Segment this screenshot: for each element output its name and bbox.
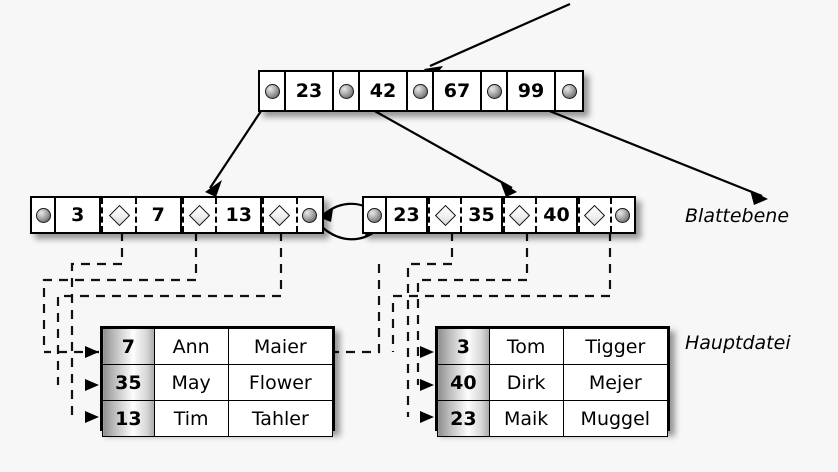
row-lastname: Maier <box>227 328 334 365</box>
row-firstname: Ann <box>153 328 229 365</box>
dashed-arrowhead <box>85 346 99 358</box>
pointer-bullet-icon <box>264 83 280 99</box>
data-table-right[interactable]: 3 Tom Tigger 40 Dirk Mejer 23 Maik Mugge… <box>435 326 670 437</box>
row-key: 23 <box>437 400 490 437</box>
leaf-node-left[interactable]: 3 7 13 <box>30 196 324 234</box>
pointer-bullet-icon <box>366 207 382 223</box>
table-row[interactable]: 13 Tim Tahler <box>102 400 334 437</box>
root-pointer-0[interactable] <box>260 72 286 110</box>
dashed-arrowhead <box>85 411 99 423</box>
row-lastname: Tahler <box>227 400 334 437</box>
caption-leaf-level: Blattebene <box>685 205 790 227</box>
table-row[interactable]: 7 Ann Maier <box>102 328 334 365</box>
row-lastname: Mejer <box>562 364 669 401</box>
root-key-2: 67 <box>434 72 482 110</box>
leaf-right-prev-pointer[interactable] <box>364 198 387 232</box>
row-lastname: Tigger <box>562 328 669 365</box>
dashed-arrowhead <box>420 346 434 358</box>
leaf-node-right[interactable]: 23 35 40 <box>362 196 636 234</box>
row-firstname: Tom <box>488 328 564 365</box>
pointer-bullet-icon <box>561 83 577 99</box>
pointer-bullet-icon <box>412 83 428 99</box>
pointer-bullet-icon <box>302 207 318 223</box>
record-pointer-diamond-icon <box>434 204 456 226</box>
root-pointer-1[interactable] <box>334 72 360 110</box>
data-table-left[interactable]: 7 Ann Maier 35 May Flower 13 Tim Tahler <box>100 326 335 437</box>
table-row[interactable]: 3 Tom Tigger <box>437 328 669 365</box>
leaf-right-key-0: 23 <box>386 198 429 232</box>
edge-root-to-offpage <box>511 94 763 198</box>
row-key: 7 <box>102 328 155 365</box>
root-pointer-3[interactable] <box>482 72 508 110</box>
leaf-left-next-pointer[interactable] <box>297 198 322 232</box>
root-pointer-2[interactable] <box>408 72 434 110</box>
leaf-left-record-pointer-2[interactable] <box>262 198 298 232</box>
leaf-left-record-pointer-0[interactable] <box>101 198 137 232</box>
caption-main-file: Hauptdatei <box>685 332 791 354</box>
record-pointer-diamond-icon <box>269 204 291 226</box>
arrowhead-right-leaf <box>500 181 517 197</box>
row-firstname: Dirk <box>488 364 564 401</box>
root-index-node[interactable]: 23 42 67 99 <box>258 70 584 112</box>
leaf-left-key-1: 7 <box>136 198 182 232</box>
root-key-1: 42 <box>360 72 408 110</box>
root-pointer-4[interactable] <box>556 72 582 110</box>
row-firstname: Maik <box>488 400 564 437</box>
root-key-0: 23 <box>286 72 334 110</box>
record-pointer-diamond-icon <box>108 204 130 226</box>
record-pointer-diamond-icon <box>584 204 606 226</box>
row-key: 13 <box>102 400 155 437</box>
leaf-right-key-2: 40 <box>536 198 579 232</box>
root-key-3: 99 <box>508 72 556 110</box>
pointer-bullet-icon <box>35 207 51 223</box>
row-key: 3 <box>437 328 490 365</box>
dashed-arrowhead <box>85 379 99 391</box>
record-pointer-diamond-icon <box>509 204 531 226</box>
row-lastname: Muggel <box>562 400 669 437</box>
pointer-bullet-icon <box>338 83 354 99</box>
leaf-right-record-pointer-0[interactable] <box>428 198 462 232</box>
table-row[interactable]: 35 May Flower <box>102 364 334 401</box>
row-key: 35 <box>102 364 155 401</box>
leaf-left-key-0: 3 <box>56 198 102 232</box>
row-firstname: May <box>153 364 229 401</box>
pointer-bullet-icon <box>486 83 502 99</box>
table-row[interactable]: 23 Maik Muggel <box>437 400 669 437</box>
leaf-left-prev-pointer[interactable] <box>32 198 57 232</box>
arrowhead-offpage <box>750 190 768 205</box>
leaf-right-record-pointer-2[interactable] <box>578 198 612 232</box>
dashed-arrowhead <box>420 411 434 423</box>
record-pointer-diamond-icon <box>188 204 211 226</box>
row-firstname: Tim <box>153 400 229 437</box>
leaf-left-record-pointer-1[interactable] <box>181 198 218 232</box>
dashed-arrowhead <box>420 379 434 391</box>
arrowhead-leaf-link-backward <box>316 209 333 222</box>
row-lastname: Flower <box>227 364 334 401</box>
pointer-bullet-icon <box>615 207 631 223</box>
leaf-right-next-pointer[interactable] <box>611 198 634 232</box>
row-key: 40 <box>437 364 490 401</box>
leaf-left-key-2: 13 <box>217 198 263 232</box>
arrowhead-left-leaf <box>205 180 222 197</box>
root-incoming-edge <box>429 2 571 68</box>
table-row[interactable]: 40 Dirk Mejer <box>437 364 669 401</box>
leaf-right-record-pointer-1[interactable] <box>503 198 537 232</box>
leaf-right-key-1: 35 <box>461 198 504 232</box>
